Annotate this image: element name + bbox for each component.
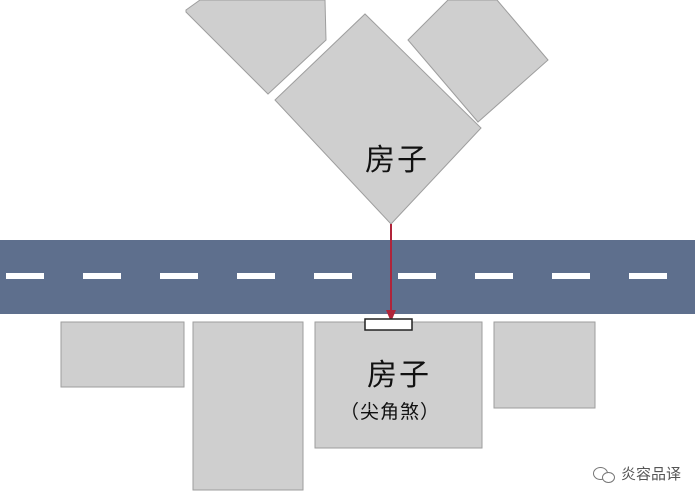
bottom-house-sublabel: （尖角煞） <box>340 401 441 423</box>
watermark: 炎容品译 <box>592 463 681 484</box>
lane-dash <box>475 273 513 279</box>
lane-dash <box>83 273 121 279</box>
building-left <box>60 321 185 388</box>
lane-dash <box>314 273 352 279</box>
rotated-building-top-left <box>185 0 327 95</box>
house-affected <box>314 321 483 449</box>
lane-dash <box>237 273 275 279</box>
impact-marker <box>364 318 413 331</box>
rotated-building-top-right <box>407 0 549 123</box>
wechat-chat-bubbles-icon <box>592 465 615 483</box>
lane-dash <box>629 273 667 279</box>
building-tall <box>192 321 304 491</box>
lane-dash <box>6 273 44 279</box>
lane-dash <box>552 273 590 279</box>
building-right <box>493 321 596 409</box>
lane-dash <box>160 273 198 279</box>
lane-dash <box>398 273 436 279</box>
top-house-label: 房子 <box>365 143 429 178</box>
lane-markings <box>6 273 667 279</box>
house-pointing-at-road <box>274 13 482 225</box>
bottom-house-label: 房子 <box>367 358 431 393</box>
sha-arrow-head <box>386 310 396 322</box>
watermark-text: 炎容品译 <box>620 465 681 483</box>
